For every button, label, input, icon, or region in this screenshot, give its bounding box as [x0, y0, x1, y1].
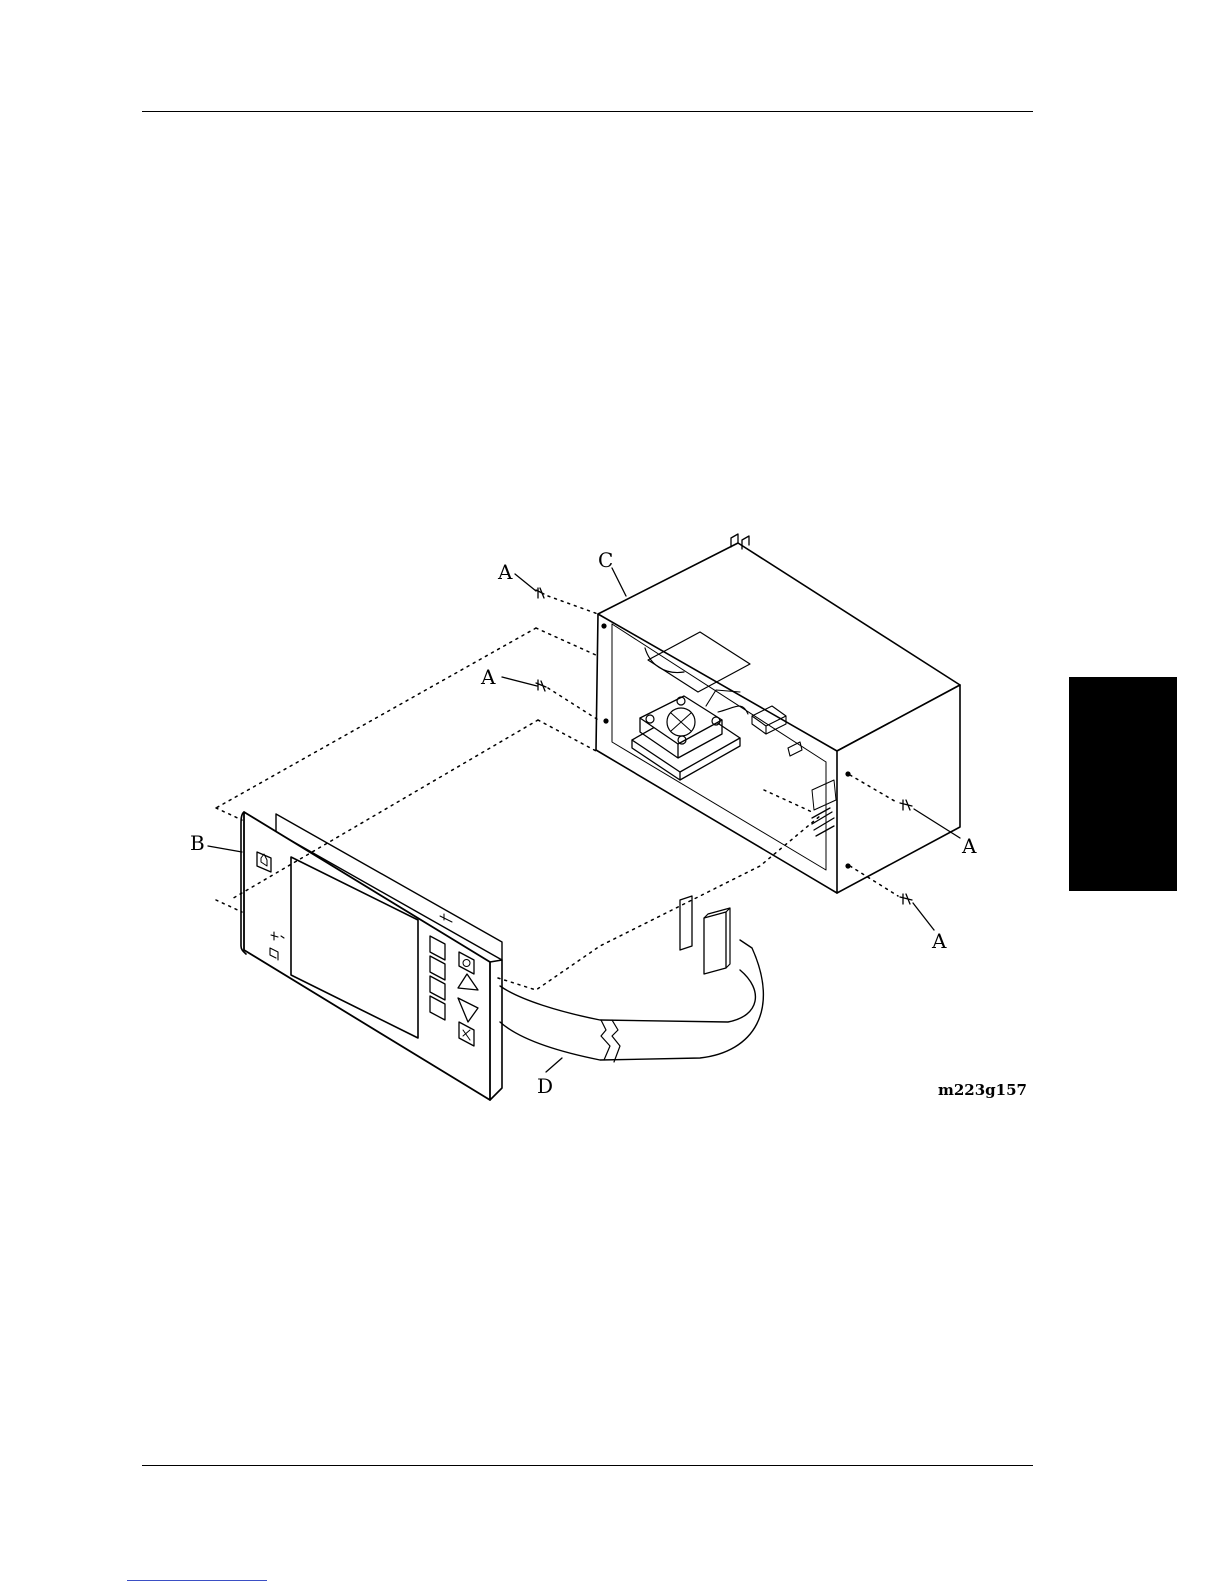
callout-a-right-lower: A [931, 929, 947, 953]
callout-b: B [190, 831, 205, 855]
callout-a-upper: A [497, 560, 513, 584]
callout-a-middle: A [480, 665, 496, 689]
callout-c: C [598, 548, 613, 572]
callout-a-right-upper: A [961, 834, 977, 858]
figure-id: m223g157 [938, 1081, 1027, 1099]
callout-d: D [537, 1074, 553, 1098]
ribbon-cable-icon [500, 896, 763, 1062]
display-panel [241, 812, 502, 1100]
